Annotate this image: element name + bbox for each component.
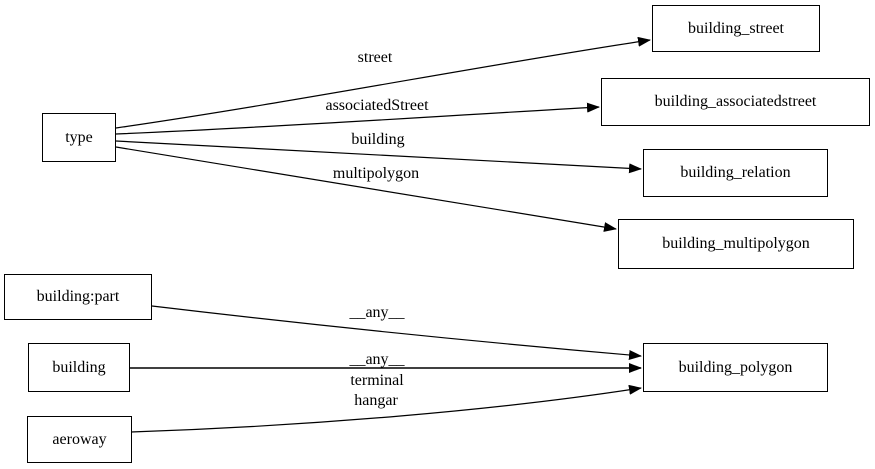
node-building-part: building:part bbox=[4, 274, 152, 320]
node-building: building bbox=[28, 343, 130, 392]
edge-building-part-building-polygon bbox=[151, 305, 642, 360]
edge-label-multipolygon: multipolygon bbox=[332, 165, 420, 182]
edge-type-building-street bbox=[115, 36, 651, 129]
node-building-street: building_street bbox=[652, 5, 820, 52]
edge-label-street: street bbox=[357, 49, 393, 66]
edge-aeroway-building-polygon bbox=[130, 384, 642, 433]
node-building-associatedstreet: building_associatedstreet bbox=[601, 78, 870, 126]
node-building-polygon: building_polygon bbox=[643, 343, 828, 392]
edge-label-any-building: __any__ bbox=[349, 351, 405, 368]
edge-label-building: building bbox=[351, 131, 405, 148]
edge-label-associatedstreet: associatedStreet bbox=[325, 97, 429, 114]
edge-type-building-multipolygon bbox=[115, 146, 617, 232]
edge-type-building-associatedstreet bbox=[115, 102, 600, 135]
edge-label-hangar: hangar bbox=[354, 392, 398, 409]
node-aeroway: aeroway bbox=[27, 416, 132, 463]
node-building-multipolygon: building_multipolygon bbox=[618, 219, 854, 269]
node-type: type bbox=[42, 113, 116, 162]
node-building-relation: building_relation bbox=[643, 149, 828, 197]
edge-label-any-building-part: __any__ bbox=[349, 304, 405, 321]
edge-label-terminal: terminal bbox=[350, 372, 404, 389]
